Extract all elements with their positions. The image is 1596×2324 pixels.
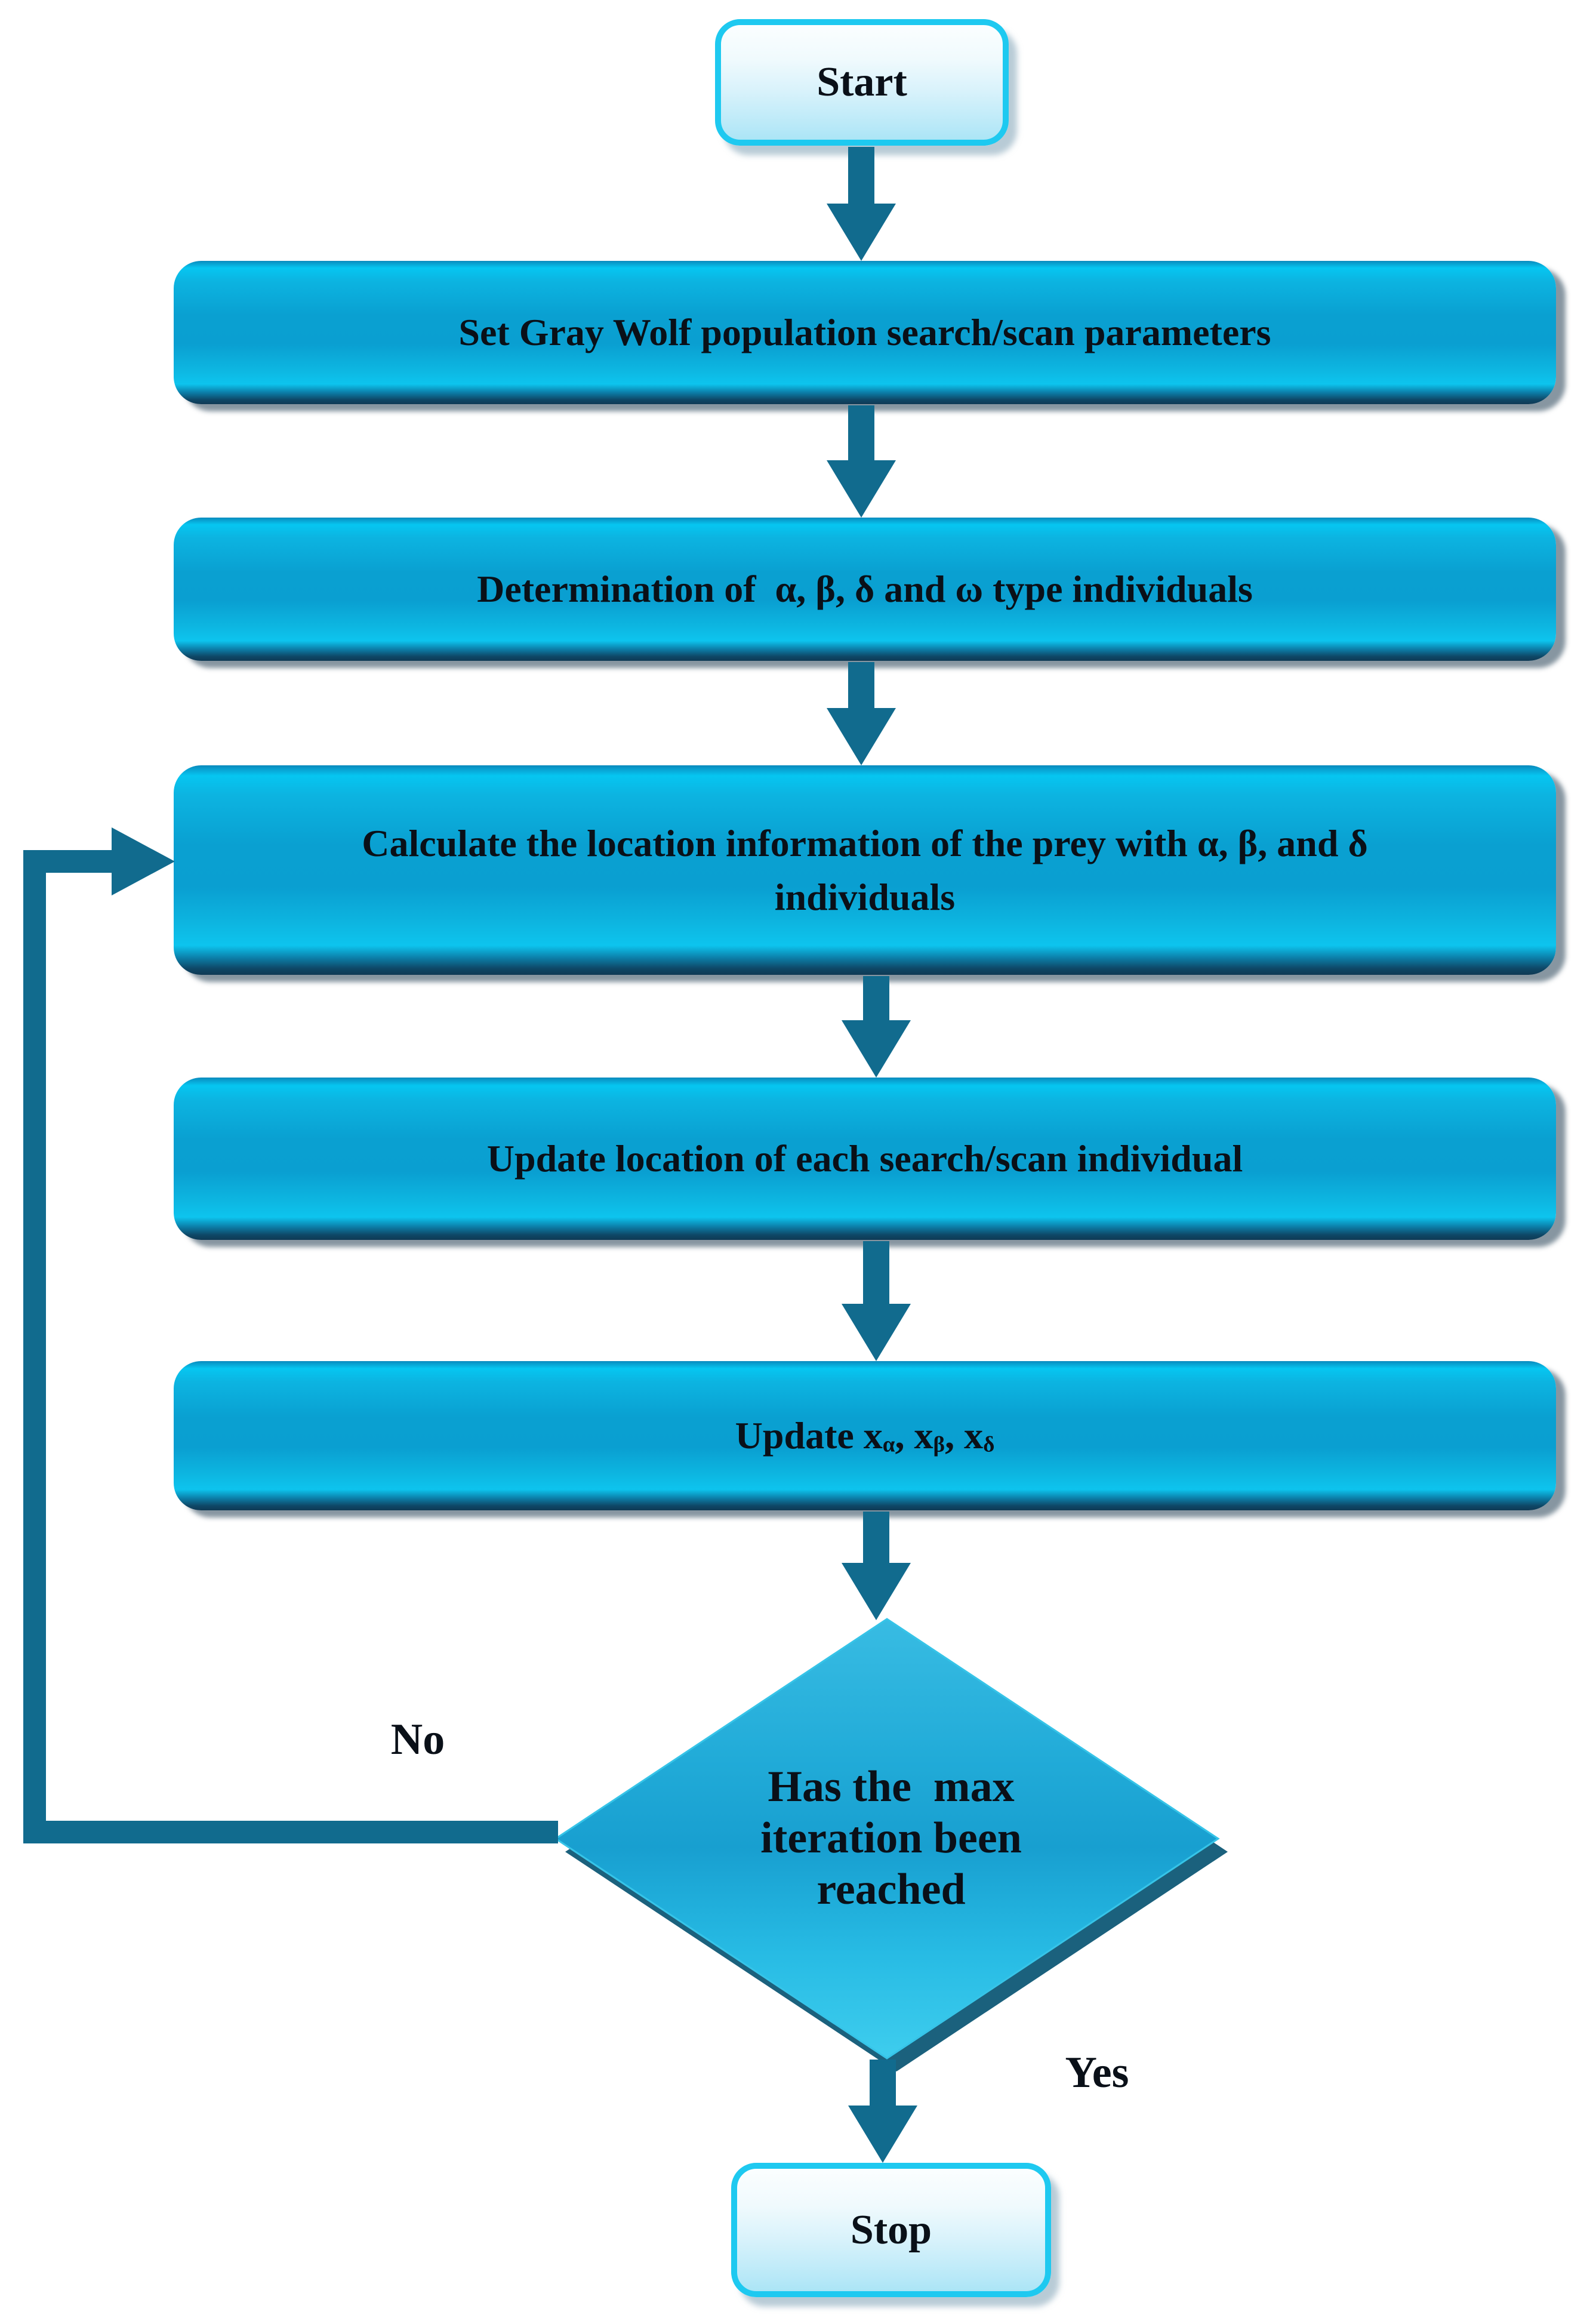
arrow-to-decision-icon — [842, 1512, 911, 1620]
diamond-shape — [554, 1618, 1220, 2060]
update-x-sub-alpha: α — [882, 1432, 895, 1457]
update-x-text: Update x — [735, 1414, 883, 1457]
no-loop-line-top — [23, 850, 113, 873]
update-x-text: , x — [945, 1414, 984, 1457]
start-label: Start — [817, 59, 907, 105]
step-update-locations-label: Update location of each search/scan indi… — [486, 1137, 1243, 1180]
arrow-shaft — [870, 2060, 896, 2106]
arrow-head-icon — [848, 2106, 917, 2163]
arrow-to-update-location-icon — [842, 976, 911, 1078]
arrow-to-determination-icon — [827, 405, 896, 518]
arrow-head-icon — [842, 1020, 911, 1078]
start-node: Start — [715, 19, 1009, 146]
stop-node: Stop — [731, 2163, 1051, 2297]
arrow-shaft — [863, 1241, 889, 1304]
step-calculate-prey-location: Calculate the location information of th… — [174, 765, 1556, 975]
step-calculate-prey-location-label: Calculate the location information of th… — [362, 821, 1368, 918]
step-determine-types-label: Determination of α, β, δ and ω type indi… — [477, 568, 1253, 611]
arrow-shaft — [863, 976, 889, 1020]
update-x-text: , x — [895, 1414, 933, 1457]
step-set-parameters-label: Set Gray Wolf population search/scan par… — [458, 311, 1271, 354]
arrow-to-calculate-icon — [827, 662, 896, 765]
stop-label: Stop — [850, 2206, 932, 2253]
no-label: No — [390, 1715, 445, 1764]
update-x-sub-delta: δ — [983, 1432, 995, 1457]
arrow-shaft — [848, 662, 874, 708]
step-determine-types: Determination of α, β, δ and ω type indi… — [174, 518, 1556, 661]
arrow-shaft — [848, 147, 874, 204]
step-update-x-values-label: Update xα, xβ, xδ — [711, 1409, 1019, 1463]
no-loop-line-vertical — [23, 850, 46, 1843]
arrow-head-icon — [842, 1304, 911, 1361]
decision-diamond — [554, 1618, 1228, 2071]
step-set-parameters: Set Gray Wolf population search/scan par… — [174, 261, 1556, 404]
arrow-shaft — [863, 1512, 889, 1563]
step-update-locations: Update location of each search/scan indi… — [174, 1078, 1556, 1240]
step-update-x-values: Update xα, xβ, xδ — [174, 1361, 1556, 1510]
update-x-sub-beta: β — [933, 1432, 945, 1457]
arrow-to-update-x-icon — [842, 1241, 911, 1361]
decision-label: Has the max iteration been reached — [760, 1762, 1022, 1914]
arrow-shaft — [848, 405, 874, 460]
arrow-head-icon — [827, 460, 896, 518]
arrow-head-icon — [827, 708, 896, 765]
arrow-head-icon — [842, 1563, 911, 1620]
no-loop-arrow-head-icon — [112, 827, 175, 895]
yes-label: Yes — [1065, 2048, 1129, 2097]
arrow-decision-to-stop-icon — [848, 2060, 917, 2163]
no-loop-line-bottom — [23, 1821, 558, 1843]
arrow-head-icon — [827, 204, 896, 261]
arrow-start-to-set-params-icon — [827, 147, 896, 261]
